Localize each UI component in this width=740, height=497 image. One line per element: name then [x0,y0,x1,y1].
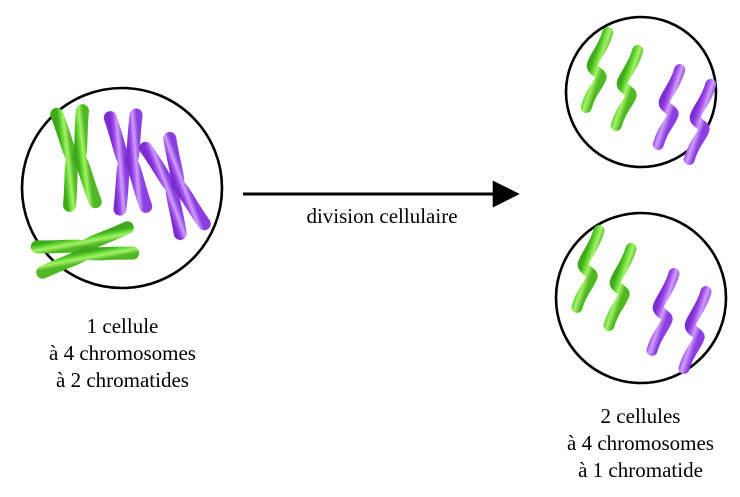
chromosome-purple-rod-1 [652,64,686,150]
daughter-cells-caption: 2 cellules à 4 chromosomes à 1 chromatid… [567,404,714,482]
chromosome-purple-rod-2 [683,79,717,165]
daughter-cell-bottom [554,211,728,385]
daughter-bottom-membrane [554,211,728,385]
chromosome-green-rod-4 [603,243,637,331]
chromosome-purple-rod-4 [678,286,712,374]
arrow-label: division cellulaire [306,204,458,228]
chromosome-green-x-2 [30,221,140,279]
chromosome-green-rod-1 [580,27,614,113]
chromosome-purple-x-1 [103,108,153,216]
chromosome-green-rod-3 [571,225,605,313]
chromosome-purple-rod-3 [646,268,680,356]
chromosome-purple-x-2 [139,131,211,241]
parent-cell-caption: 1 cellule à 4 chromosomes à 2 chromatide… [49,314,196,392]
chromosome-green-x-1 [50,104,102,212]
parent-cell [20,86,224,290]
chromosome-green-rod-2 [610,45,644,131]
daughter-cell-top [564,15,718,169]
